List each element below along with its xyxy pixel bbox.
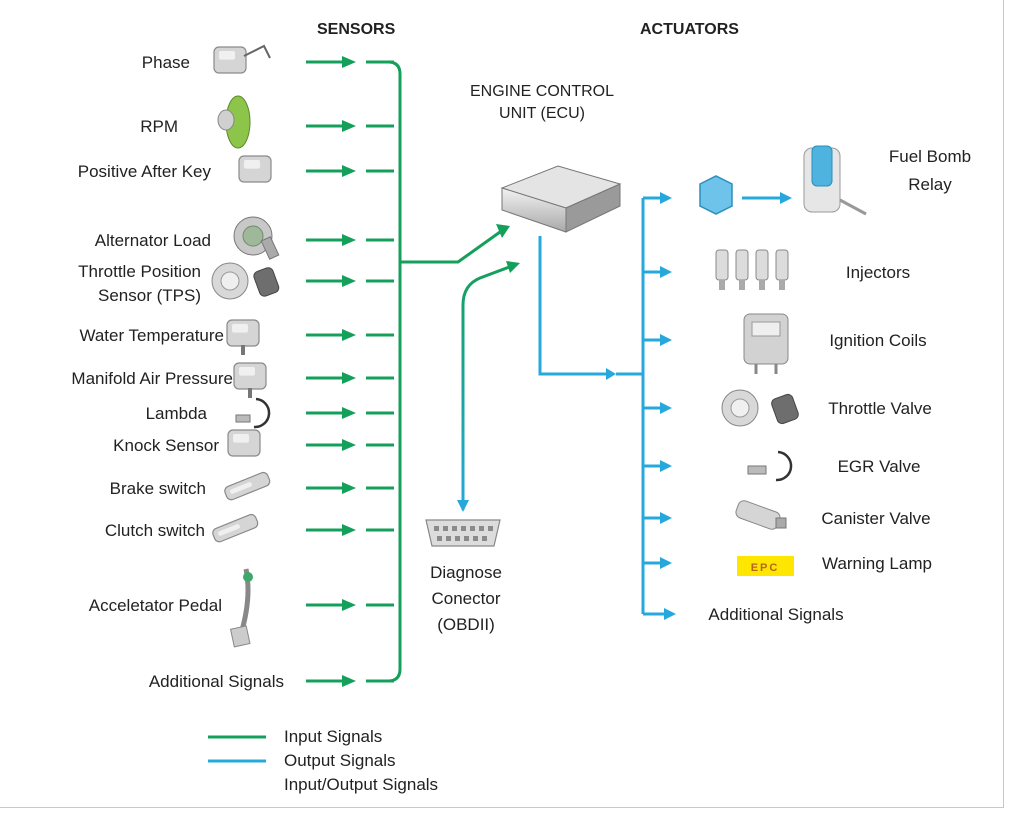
warning-lamp-icon: EPC [737,556,794,576]
sensor-label-clutch-switch: Clutch switch [105,521,205,540]
sensor-label-map-sensor: Manifold Air Pressure [71,369,233,388]
diagnose-io-link [457,261,520,512]
water-temperature-sensor-icon [226,319,260,355]
knock-sensor-icon [227,429,261,457]
diagnose-label-line3: (OBDII) [437,615,495,634]
warning-lamp-badge-text: EPC [751,562,780,574]
legend-output-label: Output Signals [284,751,396,770]
actuator-label-additional-signals: Additional Signals [708,605,843,624]
throttle-position-sensor-icon [211,262,280,300]
ecu-label-line2: UNIT (ECU) [499,105,585,122]
sensor-bus [306,56,510,687]
ecu-label-line1: ENGINE CONTROL [470,83,614,100]
sensor-label-camshaft-phase-sensor: Phase [142,53,190,72]
sensor-label-accelerator-pedal: Acceletator Pedal [89,596,222,615]
legend-input-label: Input Signals [284,727,382,746]
fuel-pump-icon [803,145,867,216]
canister-valve-icon [735,500,787,530]
fuel-relay-icon [699,175,733,215]
sensor-label-throttle-position-sensor: Throttle Position [78,262,201,281]
brake-switch-icon [224,471,271,501]
lambda-sensor-icon [235,397,271,429]
throttle-valve-icon [721,389,799,427]
actuator-label-canister-valve: Canister Valve [821,509,930,528]
relay-to-pump-arrow [742,192,792,204]
camshaft-phase-sensor-icon [213,44,271,74]
ecu-unit-icon [500,165,622,233]
actuators-header: ACTUATORS [640,21,739,38]
obd2-connector-icon [425,519,501,547]
actuator-label-ignition-coils: Ignition Coils [829,331,926,350]
diagnose-label-line2: Conector [432,589,501,608]
actuator-label-egr-valve: EGR Valve [838,457,921,476]
sensor-label-rpm-sensor: RPM [140,117,178,136]
ignition-key-relay-icon [238,155,272,183]
sensor-label-brake-switch: Brake switch [110,479,206,498]
ignition-coils-icon [743,313,789,374]
sensor-label-additional-signals: Additional Signals [149,672,284,691]
actuator-bus [641,192,676,620]
legend: Input Signals Output Signals Input/Outpu… [208,727,438,794]
sensors-header: SENSORS [317,21,396,38]
alternator-icon [233,216,280,260]
injectors-icon [715,249,789,290]
sensor-label-throttle-position-sensor: Sensor (TPS) [98,286,201,305]
frame-border-bottom [0,807,1004,808]
sensor-label-knock-sensor: Knock Sensor [113,436,219,455]
egr-valve-icon [747,450,793,482]
map-sensor-icon [233,362,267,398]
diagram-canvas: SENSORS ACTUATORS ENGINE CONTROL UNIT (E… [71,21,971,794]
ecu-output-trunk [538,236,643,380]
legend-io-label: Input/Output Signals [284,775,438,794]
actuator-label-throttle-valve: Throttle Valve [828,399,932,418]
rpm-sensor-icon [217,95,251,149]
actuator-label-injectors: Injectors [846,263,910,282]
accelerator-pedal-icon [229,568,253,648]
sensor-label-ignition-key-relay: Positive After Key [78,162,212,181]
sensor-label-water-temperature-sensor: Water Temperature [79,326,224,345]
sensor-label-alternator: Alternator Load [95,231,211,250]
sensor-label-lambda-sensor: Lambda [146,404,208,423]
actuator-label-fuel-pump: Fuel Bomb [889,147,971,166]
actuator-label-fuel-pump: Relay [908,175,952,194]
clutch-switch-icon [212,513,259,543]
diagnose-label-line1: Diagnose [430,563,502,582]
actuator-label-warning-lamp: Warning Lamp [822,554,932,573]
frame-border-right [1003,0,1004,808]
